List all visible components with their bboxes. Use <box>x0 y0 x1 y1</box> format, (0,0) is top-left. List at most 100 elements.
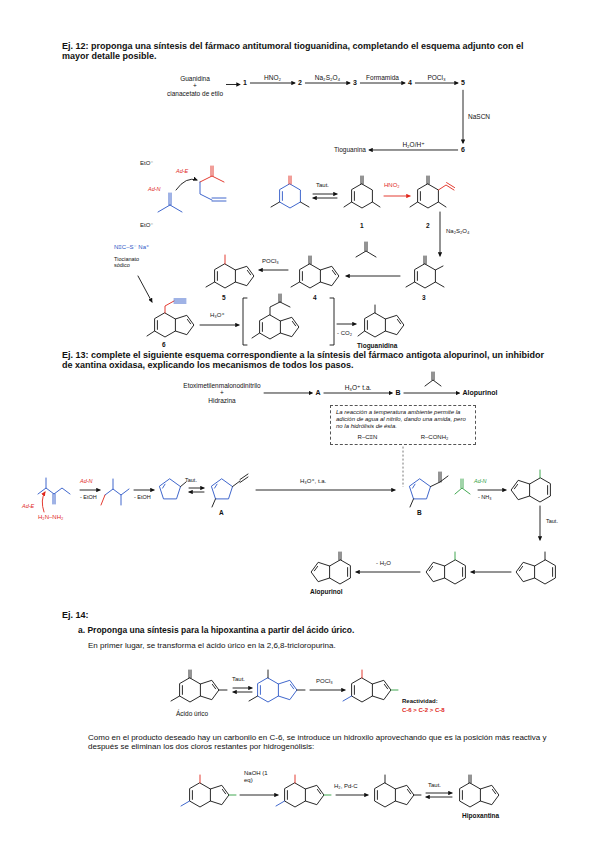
heading-text: B <box>417 509 422 516</box>
drawing-part <box>249 670 305 701</box>
node-text: 1 <box>243 79 247 87</box>
drawing-part <box>225 255 226 264</box>
text-label: Ad-N <box>474 478 487 484</box>
drawing-part <box>160 479 181 499</box>
compound-label: 6 <box>460 145 466 155</box>
drawing-part <box>324 795 331 796</box>
drawing-part <box>180 678 219 702</box>
text-label: Taut. <box>546 518 558 524</box>
drawing-part <box>384 196 410 197</box>
text-label: - EtOH <box>80 494 97 500</box>
reaction-arrow <box>404 393 460 394</box>
drawing-part <box>358 305 375 336</box>
drawing-part <box>229 795 236 796</box>
node-text: Guanidina <box>167 75 223 82</box>
node-text: Tioguanina <box>334 146 366 153</box>
heading-text: Hipoxantina <box>462 812 499 819</box>
drawing-part <box>365 313 404 337</box>
drawing-part <box>337 324 356 325</box>
text-label: EtO⁻ <box>140 160 154 167</box>
drawing-part <box>310 690 345 691</box>
node-text: 6 <box>461 146 465 154</box>
compound-label: A <box>314 388 321 398</box>
compound-label: Guanidina+cianacetato de etilo <box>166 74 224 97</box>
drawing-part <box>280 184 301 208</box>
drawing-part <box>212 479 233 499</box>
formula-row: R–C≡NR–CONH₂ <box>336 434 470 441</box>
reagent-label: Formamida <box>365 74 400 81</box>
text-label: Como en el producto deseado hay un carbo… <box>88 733 558 751</box>
reaction-arrow <box>305 83 350 84</box>
reaction-arrow <box>369 149 458 150</box>
drawing-part <box>233 692 252 693</box>
reaction-arrow <box>250 83 295 84</box>
drawing-part <box>343 696 352 701</box>
drawing-part <box>455 479 470 494</box>
drawing-part <box>190 783 229 807</box>
drawing-part <box>206 282 215 287</box>
text-label: POCl₃ <box>316 678 333 685</box>
text-label: Ad-N <box>148 186 161 192</box>
text-label: - H₂O <box>376 560 391 567</box>
drawing-part <box>339 552 341 560</box>
text-label: - CO₂ <box>337 330 352 337</box>
node-text: + <box>183 389 260 396</box>
text-label: Na₂S₂O₄ <box>446 228 469 235</box>
drawing-part <box>80 490 100 491</box>
drawing-part <box>212 474 248 507</box>
node-text: R–C≡N <box>358 434 378 441</box>
drawing-part <box>189 492 204 493</box>
text-label: Taut. <box>428 782 441 789</box>
text-label: En primer lugar, se transforma el ácido … <box>88 641 568 650</box>
compound-label: Etoximetilenmalonodinitrilo+Hidrazina <box>182 381 261 404</box>
drawing-part <box>243 298 334 345</box>
text-label: Tiocianato sódico <box>114 256 154 269</box>
text-label: HNO₂ <box>384 182 400 189</box>
drawing-part <box>215 264 254 288</box>
drawing-part <box>260 315 299 339</box>
text-label: H₃O⁺, t.a. <box>300 478 326 485</box>
reaction-arrow <box>324 393 393 394</box>
drawing-part <box>410 176 446 207</box>
drawing-part <box>291 256 311 287</box>
drawing-part <box>455 552 456 560</box>
heading-text: 4 <box>313 294 317 301</box>
drawing-part <box>356 572 420 573</box>
node-text: 4 <box>408 79 412 87</box>
reaction-arrow <box>463 90 464 143</box>
heading-text: 1 <box>360 222 364 229</box>
heading-text: C-6 > C-2 > C-8 <box>402 707 445 714</box>
node-text: Alopurinol <box>463 389 498 397</box>
note-box: La reacción a temperatura ambiente permi… <box>330 405 476 445</box>
drawing-part <box>362 670 363 678</box>
text-label: NaOH (1 eq) <box>244 770 274 784</box>
text-label: H₂, Pd-C <box>334 783 358 790</box>
heading-text: A <box>219 509 224 516</box>
drawing-part <box>511 478 550 502</box>
ex13-structures <box>38 372 555 584</box>
node-text: La reacción a temperatura ambiente permi… <box>336 409 470 430</box>
compound-label: 3 <box>352 78 358 88</box>
drawing-part <box>313 194 337 195</box>
node-text: + <box>167 82 223 89</box>
text-label: - NH₃ <box>478 494 492 500</box>
drawing-part <box>134 490 154 491</box>
drawing-part <box>233 688 252 689</box>
drawing-part <box>200 166 224 182</box>
compound-label: Alopurinol <box>462 388 499 398</box>
drawing-part <box>426 560 465 584</box>
drawing-part <box>440 212 441 256</box>
drawing-part <box>336 795 368 796</box>
drawing-part <box>540 506 541 540</box>
drawing-part <box>344 176 380 207</box>
heading-text: 5 <box>222 294 226 301</box>
text-label: Taut. <box>232 676 245 683</box>
ex12-structures <box>138 166 455 345</box>
drawing-part <box>171 670 227 701</box>
node-text: 5 <box>461 79 465 87</box>
note-leader <box>403 447 404 487</box>
drawing-part <box>200 325 239 326</box>
drawing-part <box>259 270 288 271</box>
